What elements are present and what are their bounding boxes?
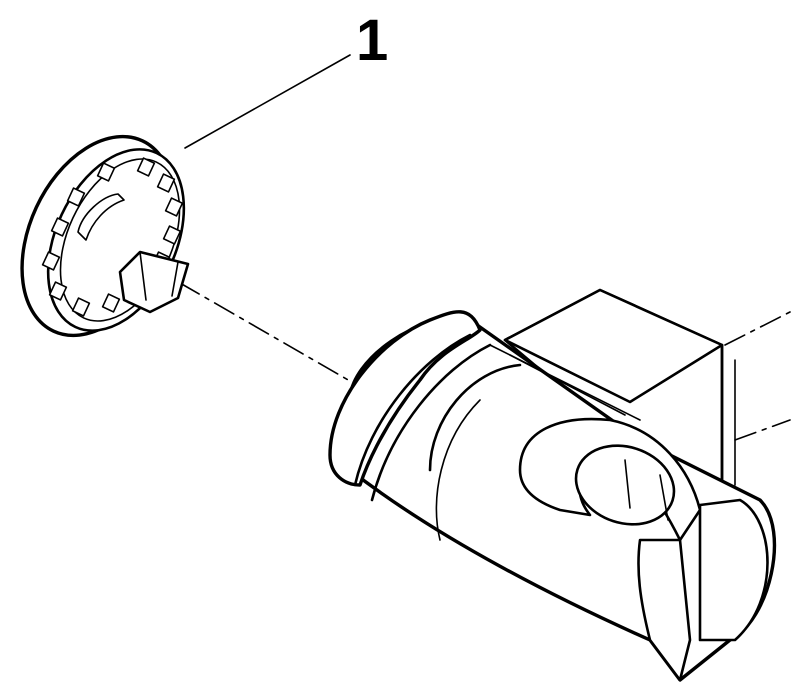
collar-inner-edge bbox=[353, 333, 472, 487]
shower-holder-part bbox=[328, 288, 777, 682]
collar-groove-edge bbox=[370, 343, 492, 502]
body-crease bbox=[509, 354, 626, 416]
clip-tooth bbox=[164, 197, 184, 217]
holder-front-collar bbox=[328, 310, 482, 487]
holder-fork-left bbox=[637, 538, 692, 682]
block-edge bbox=[629, 344, 723, 403]
clip-tooth bbox=[41, 251, 61, 271]
bore-line bbox=[624, 459, 631, 509]
cap-locating-tab bbox=[118, 250, 190, 314]
clip-tooth bbox=[156, 173, 176, 193]
callout-leader-line bbox=[184, 54, 351, 149]
bore-line bbox=[659, 474, 669, 521]
centre-lines bbox=[179, 282, 791, 441]
tab-edge bbox=[171, 261, 179, 297]
clip-tooth bbox=[136, 157, 156, 177]
axis-line-lower-right bbox=[734, 419, 791, 441]
clip-tooth bbox=[96, 162, 116, 182]
clip-tooth bbox=[71, 297, 91, 317]
cap-centre-slot bbox=[77, 193, 125, 241]
clip-tooth bbox=[162, 225, 182, 245]
cover-cap-part bbox=[20, 134, 190, 338]
callout-number: 1 bbox=[356, 8, 389, 73]
axis-line-upper-right bbox=[724, 311, 791, 346]
holder-fork-right bbox=[698, 498, 769, 642]
axis-line-cap-to-holder bbox=[179, 282, 351, 382]
cap-clip-teeth bbox=[41, 157, 184, 317]
holder-bore bbox=[574, 444, 676, 526]
clip-tooth bbox=[66, 187, 86, 207]
clip-tooth bbox=[48, 281, 68, 301]
tab-edge bbox=[139, 251, 147, 301]
body-contour bbox=[428, 363, 522, 472]
clip-tooth bbox=[101, 293, 121, 313]
body-contour bbox=[435, 399, 481, 541]
clip-tooth bbox=[50, 217, 70, 237]
